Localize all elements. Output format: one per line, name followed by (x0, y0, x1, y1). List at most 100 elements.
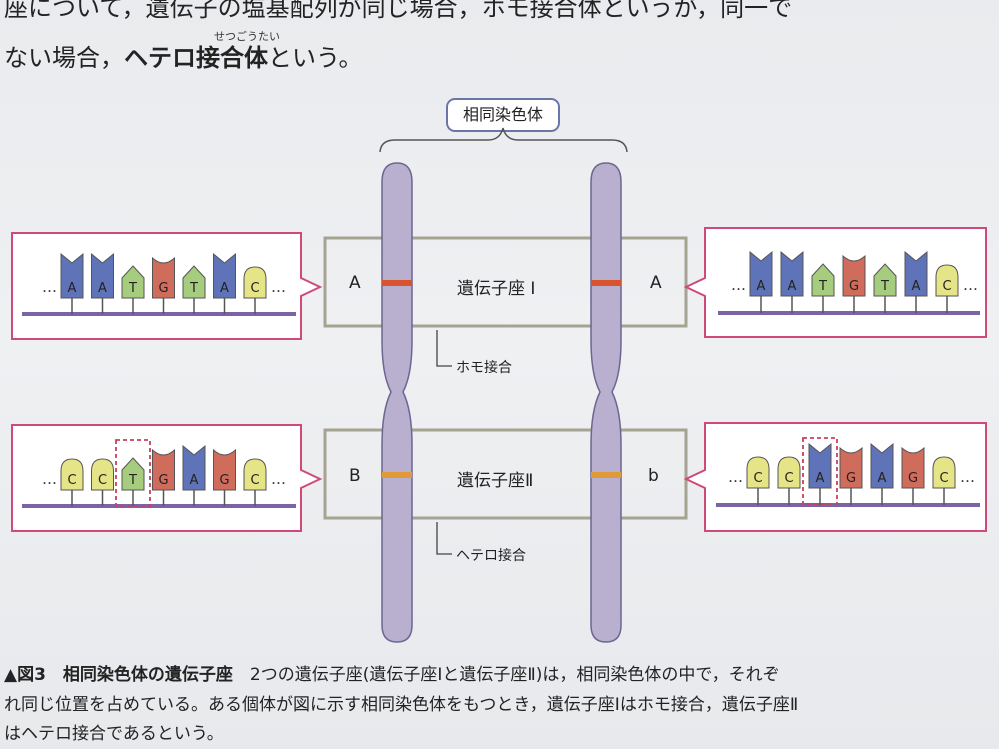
nucleotide-A (780, 250, 804, 297)
highlight-box (802, 437, 838, 505)
nucleotide-letter: A (816, 471, 825, 486)
nucleotide-G (213, 448, 236, 491)
nucleotide-G (152, 256, 175, 299)
nucleotide-letter: G (219, 473, 229, 488)
nucleotide-G (842, 254, 866, 297)
nucleotide-C (243, 458, 267, 491)
homologous-chromosome-label: 相同染色体 (446, 98, 560, 132)
nucleotide-letter: G (158, 281, 168, 296)
band-right-locus-2 (591, 472, 621, 478)
nucleotide-letter: T (818, 279, 827, 294)
nucleotide-letter: A (878, 471, 887, 486)
allele-left-locus-2: B (349, 466, 361, 486)
ellipsis: … (960, 468, 975, 486)
nucleotide-letter: T (128, 281, 137, 296)
ruby-reading: せつごうたい (214, 30, 280, 43)
nucleotide-letter: C (98, 473, 107, 488)
nucleotide-C (932, 456, 956, 489)
nucleotide-letter: G (846, 471, 856, 486)
nucleotide-letter: A (98, 281, 107, 296)
caption-text-1: 2つの遺伝子座(遺伝子座Ⅰと遺伝子座Ⅱ)は，相同染色体の中で，それぞ (249, 665, 780, 685)
ellipsis: … (42, 470, 57, 488)
nucleotide-letter: T (189, 281, 198, 296)
nucleotide-T (121, 265, 145, 299)
caption-line-3: はヘテロ接合であるという。 (4, 724, 224, 744)
brace (379, 127, 628, 153)
ellipsis: … (271, 278, 286, 296)
nucleotide-letter: A (757, 279, 766, 294)
nucleotide-A (213, 252, 236, 299)
nucleotide-letter: A (788, 279, 797, 294)
nucleotide-letter: C (250, 281, 259, 296)
nucleotide-letter: A (190, 473, 199, 488)
ellipsis: … (731, 276, 746, 294)
locus-2-frame (323, 428, 688, 520)
heterozygote-term: ヘテロ接合体 (124, 44, 268, 72)
allele-left-locus-1: A (349, 273, 361, 293)
figure-number: ▲図3 (4, 665, 46, 685)
sequence-bottom-left: … C C T G A G C … (22, 439, 296, 508)
nucleotide-letter: A (220, 281, 229, 296)
nucleotide-C (777, 456, 801, 489)
homozygous-note: ホモ接合 (456, 360, 512, 376)
nucleotide-letter: G (158, 473, 168, 488)
nucleotide-A (870, 442, 894, 489)
nucleotide-letter: C (784, 471, 793, 486)
locus-1-label: 遺伝子座 Ⅰ (457, 279, 536, 299)
caption-line-2: れ同じ位置を占めている。ある個体が図に示す相同染色体をもつとき，遺伝子座Ⅰはホモ… (4, 695, 799, 715)
nucleotide-G (901, 446, 925, 489)
ellipsis: … (42, 278, 57, 296)
locus-1-frame (323, 236, 688, 328)
nucleotide-C (746, 456, 770, 489)
nucleotide-T (182, 265, 206, 299)
allele-right-locus-2: b (648, 466, 659, 486)
highlight-box (115, 439, 151, 507)
heterozygous-note: ヘテロ接合 (456, 548, 526, 564)
figure-title: 相同染色体の遺伝子座 (62, 665, 233, 685)
nucleotide-A (808, 442, 832, 489)
caption-line-1: ▲図3 相同染色体の遺伝子座 2つの遺伝子座(遺伝子座Ⅰと遺伝子座Ⅱ)は，相同染… (4, 660, 780, 685)
nucleotide-C (243, 266, 267, 299)
nucleotide-letter: C (250, 473, 259, 488)
intro-line-1: 座について，遺伝子の塩基配列が同じ場合，ホモ接合体というが，同一で (4, 0, 793, 22)
nucleotide-letter: A (68, 281, 77, 296)
ellipsis: … (728, 468, 743, 486)
nucleotide-letter: C (942, 279, 951, 294)
nucleotide-A (904, 250, 928, 297)
nucleotide-A (91, 252, 114, 299)
nucleotide-G (839, 446, 863, 489)
nucleotide-letter: C (939, 471, 948, 486)
intro-line-2-prefix: ない場合， (4, 44, 124, 72)
nucleotide-letter: T (128, 473, 137, 488)
band-left-locus-1 (382, 280, 412, 286)
nucleotide-C (91, 458, 114, 491)
nucleotide-letter: C (753, 471, 762, 486)
nucleotide-A (60, 252, 84, 299)
locus-2-label: 遺伝子座Ⅱ (457, 471, 534, 491)
nucleotide-A (182, 444, 206, 491)
band-left-locus-2 (382, 472, 412, 478)
intro-line-2-suffix: という。 (268, 44, 363, 72)
nucleotide-letter: G (849, 279, 859, 294)
nucleotide-letter: T (880, 279, 889, 294)
homo-leader-line (436, 330, 452, 367)
sequence-top-left: … A A T G T A C … (22, 252, 296, 316)
nucleotide-T (811, 263, 835, 297)
nucleotide-C (935, 264, 959, 297)
ellipsis: … (271, 470, 286, 488)
ellipsis: … (963, 276, 978, 294)
band-right-locus-1 (591, 280, 621, 286)
nucleotide-G (152, 448, 175, 491)
allele-right-locus-1: A (650, 273, 662, 293)
nucleotide-T (121, 457, 145, 491)
intro-line-2: ない場合，ヘテロ接合体という。 (4, 38, 363, 73)
hetero-leader-line (436, 522, 452, 555)
nucleotide-A (749, 250, 773, 297)
nucleotide-C (60, 458, 84, 491)
nucleotide-letter: C (67, 473, 76, 488)
